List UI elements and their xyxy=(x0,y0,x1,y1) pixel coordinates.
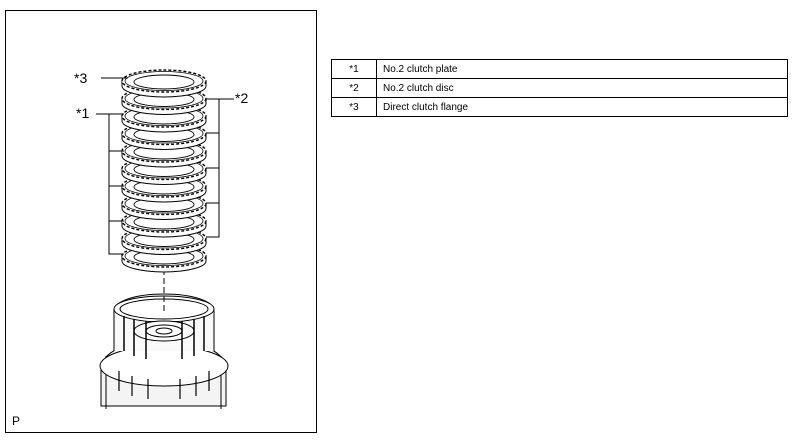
legend-key: *1 xyxy=(331,59,377,79)
clutch-drum xyxy=(99,293,229,409)
clutch-ring xyxy=(121,86,207,115)
legend-row: *3 Direct clutch flange xyxy=(331,97,788,117)
callout-3: *3 xyxy=(74,70,88,86)
leader-lines xyxy=(96,77,234,255)
legend-row: *2 No.2 clutch disc xyxy=(331,78,788,98)
exploded-diagram: *3 *1 *2 P xyxy=(5,10,317,433)
clutch-ring xyxy=(121,69,207,98)
figure-code: P xyxy=(12,414,21,428)
legend-row: *1 No.2 clutch plate xyxy=(331,59,788,79)
legend-label: Direct clutch flange xyxy=(376,97,788,117)
legend-key: *3 xyxy=(331,97,377,117)
legend-label: No.2 clutch plate xyxy=(376,59,788,79)
callout-1: *1 xyxy=(76,105,90,121)
clutch-ring-stack xyxy=(121,69,207,273)
legend-label: No.2 clutch disc xyxy=(376,78,788,98)
clutch-pack-illustration xyxy=(96,69,234,409)
legend-key: *2 xyxy=(331,78,377,98)
legend-table: *1 No.2 clutch plate *2 No.2 clutch disc… xyxy=(331,59,788,117)
callout-2: *2 xyxy=(235,90,249,106)
